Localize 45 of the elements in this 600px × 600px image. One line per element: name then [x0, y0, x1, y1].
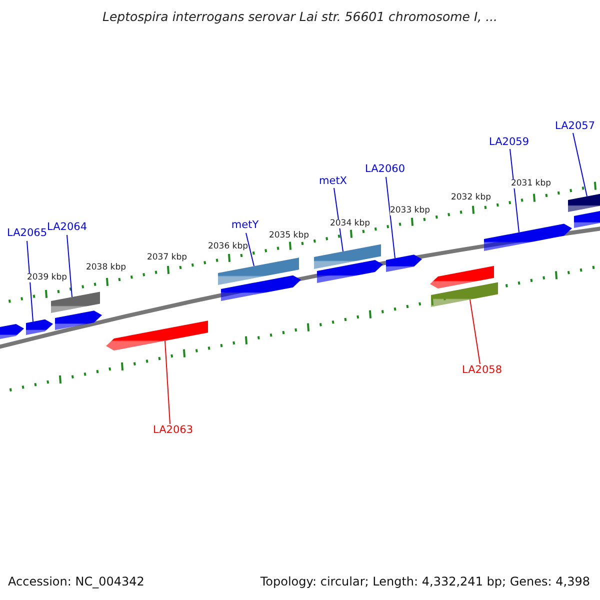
gene-feature — [568, 192, 600, 212]
gene-label: LA2058 — [462, 365, 502, 377]
leader-line — [510, 148, 520, 233]
gene-feature — [317, 260, 383, 283]
gene-label: LA2064 — [47, 222, 87, 234]
gene-feature — [0, 324, 24, 340]
scale-label: 2033 kbp — [390, 206, 430, 216]
gene-feature — [106, 320, 208, 350]
leader-line — [66, 234, 72, 298]
gene-feature — [221, 275, 301, 301]
gene-feature — [26, 319, 53, 335]
gene-label: metX — [319, 176, 347, 188]
leader-line — [164, 340, 170, 424]
footer-text: Topology: circular; Length: 4,332,241 bp; Genes: 4,398 — [260, 575, 590, 589]
scale-label: 2036 kbp — [208, 242, 248, 252]
gene-label: metY — [231, 220, 259, 232]
gene-feature — [430, 266, 494, 288]
gene-label: LA2059 — [489, 137, 529, 149]
gene-label: LA2060 — [365, 164, 405, 176]
scale-label: 2031 kbp — [510, 179, 552, 189]
leader-line — [386, 176, 396, 259]
leader-line — [246, 232, 254, 267]
scale-label: 2034 kbp — [330, 219, 370, 229]
scale-label: 2038 kbp — [86, 263, 126, 273]
scale-label: 2035 kbp — [268, 231, 310, 241]
gene-feature — [431, 282, 498, 307]
leader-line — [334, 188, 344, 252]
gene-feature — [55, 310, 102, 330]
gene-feature — [386, 254, 422, 272]
footer-text: Accession: NC_004342 — [8, 575, 144, 589]
gene-feature — [314, 244, 381, 269]
leader-line — [572, 132, 588, 197]
gene-feature — [484, 224, 572, 251]
gene-label: LA2057 — [555, 121, 595, 133]
gene-label: LA2065 — [7, 228, 47, 240]
gene-feature — [51, 292, 100, 313]
leader-line — [470, 299, 480, 364]
gene-label: LA2063 — [153, 425, 193, 437]
leader-line — [26, 240, 34, 322]
scale-label: 2032 kbp — [450, 193, 492, 203]
gene-feature — [218, 258, 299, 285]
gene-feature — [574, 210, 600, 228]
scale-label: 2037 kbp — [146, 253, 188, 263]
scale-label: 2039 kbp — [26, 273, 68, 283]
diagram-title: Leptospira interrogans serovar Lai str. 56601 chromosome I, ... — [102, 10, 498, 24]
